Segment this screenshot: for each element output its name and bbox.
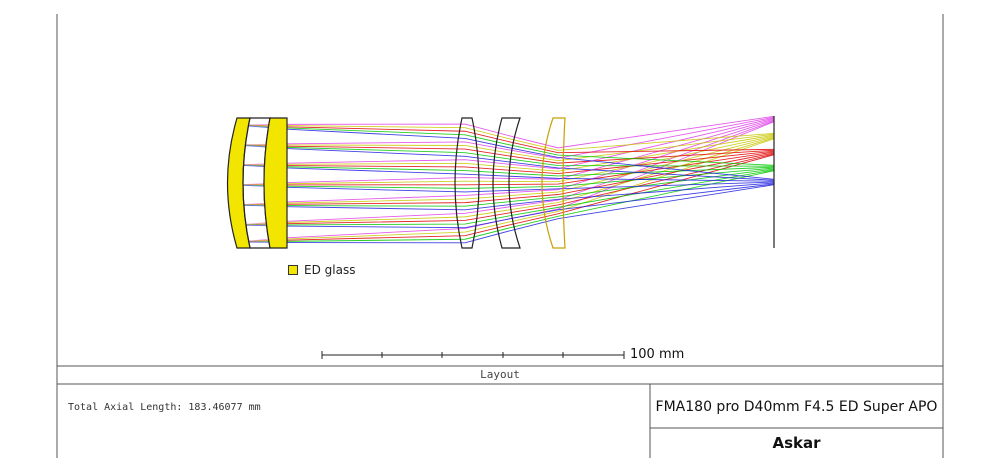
ray-bundle [236,115,775,244]
product-name: FMA180 pro D40mm F4.5 ED Super APO [655,399,938,415]
field-lens-3 [541,117,566,249]
scale-bar-label: 100 mm [630,347,685,362]
legend: ED glass [288,263,355,277]
total-axial-length: Total Axial Length: 183.46077 mm [68,402,261,413]
field-lens-1 [454,117,480,249]
ed-glass-swatch [288,265,298,275]
field-lens-2 [492,117,521,249]
ed-glass-lens-rear [263,117,288,249]
legend-label: ED glass [304,263,356,277]
brand-logo: Askar [772,434,821,452]
layout-title: Layout [480,368,520,381]
